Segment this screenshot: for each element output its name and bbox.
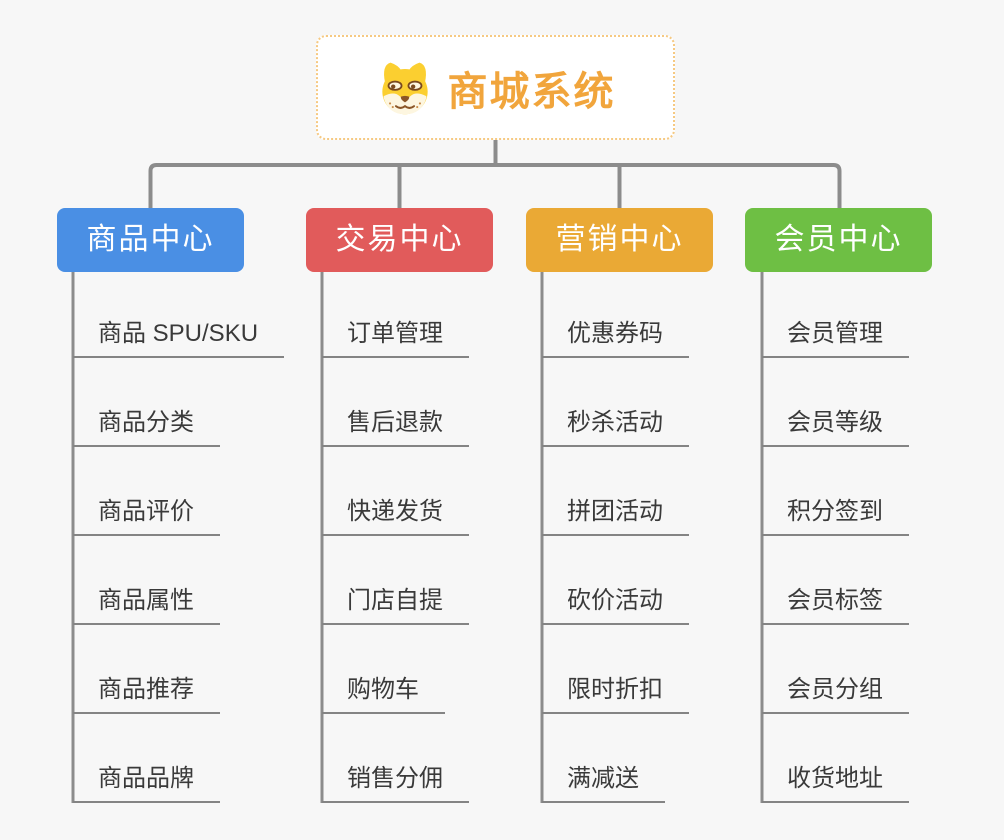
child-topic-member-tag[interactable]: 会员标签 <box>762 587 909 625</box>
child-topic-shipping-address[interactable]: 收货地址 <box>762 765 909 803</box>
child-topic-goods-category[interactable]: 商品分类 <box>73 409 220 447</box>
child-topic-group-buying[interactable]: 拼团活动 <box>542 498 689 536</box>
root-title: 商城系统 <box>447 69 616 114</box>
child-topic-store-pickup[interactable]: 门店自提 <box>322 587 469 625</box>
child-topic-sales-commission[interactable]: 销售分佣 <box>322 765 469 803</box>
child-topic-express-delivery[interactable]: 快递发货 <box>322 498 469 536</box>
branch-node-trade-center[interactable]: 交易中心 <box>306 208 493 272</box>
branch-node-member-center[interactable]: 会员中心 <box>745 208 932 272</box>
child-topic-goods-recommend[interactable]: 商品推荐 <box>73 676 220 714</box>
child-topic-aftersale-refund[interactable]: 售后退款 <box>322 409 469 447</box>
child-topic-shopping-cart[interactable]: 购物车 <box>322 676 445 714</box>
child-topic-order-management[interactable]: 订单管理 <box>322 320 469 358</box>
root-node[interactable]: 商城系统 <box>316 35 675 140</box>
child-topic-limited-time-discount[interactable]: 限时折扣 <box>542 676 689 714</box>
child-topic-points-checkin[interactable]: 积分签到 <box>762 498 909 536</box>
child-topic-member-management[interactable]: 会员管理 <box>762 320 909 358</box>
child-topic-spend-and-save[interactable]: 满减送 <box>542 765 665 803</box>
child-topic-goods-brand[interactable]: 商品品牌 <box>73 765 220 803</box>
child-topic-goods-spu-sku[interactable]: 商品 SPU/SKU <box>73 320 285 358</box>
branch-node-marketing-center[interactable]: 营销中心 <box>526 208 713 272</box>
child-topic-goods-attribute[interactable]: 商品属性 <box>73 587 220 625</box>
child-topic-coupon-code[interactable]: 优惠券码 <box>542 320 689 358</box>
child-topic-member-group[interactable]: 会员分组 <box>762 676 909 714</box>
child-topic-goods-review[interactable]: 商品评价 <box>73 498 220 536</box>
child-topic-bargain-activity[interactable]: 砍价活动 <box>542 587 689 625</box>
dog-face-icon <box>376 59 434 117</box>
child-topic-member-level[interactable]: 会员等级 <box>762 409 909 447</box>
branch-node-goods-center[interactable]: 商品中心 <box>57 208 244 272</box>
connector-bracket <box>148 163 842 210</box>
child-topic-flash-sale[interactable]: 秒杀活动 <box>542 409 689 447</box>
